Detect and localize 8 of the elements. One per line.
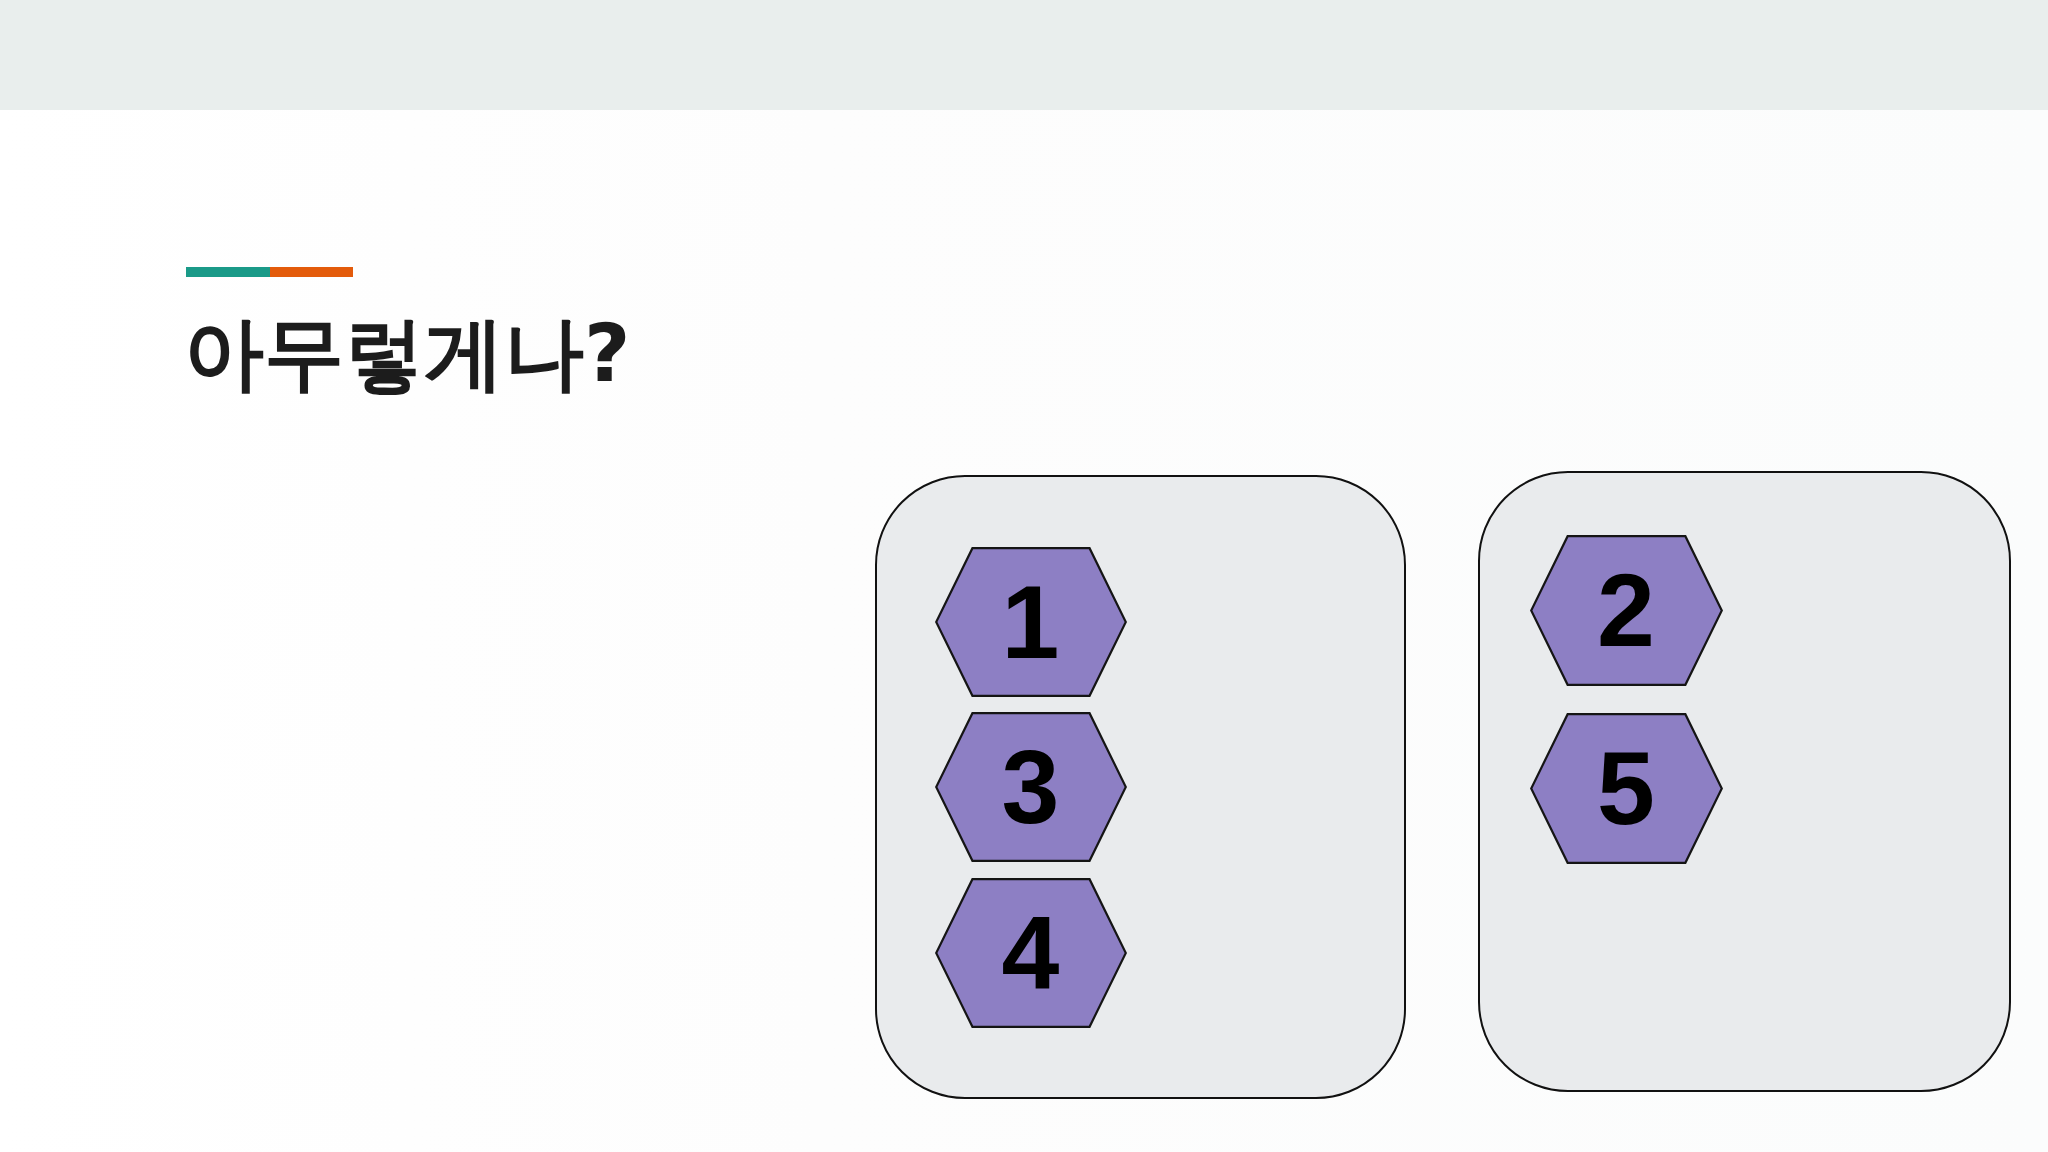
hexagon-number: 3 [1001, 734, 1060, 839]
hexagon-number: 1 [1001, 569, 1060, 674]
hexagon-number: 4 [1001, 900, 1060, 1005]
hexagon-number: 2 [1597, 558, 1655, 662]
slide-title: 아무렇게나? [184, 306, 631, 402]
hexagon-number: 5 [1597, 736, 1655, 840]
rounded-panel [1478, 471, 2011, 1092]
rounded-panel [875, 475, 1406, 1099]
